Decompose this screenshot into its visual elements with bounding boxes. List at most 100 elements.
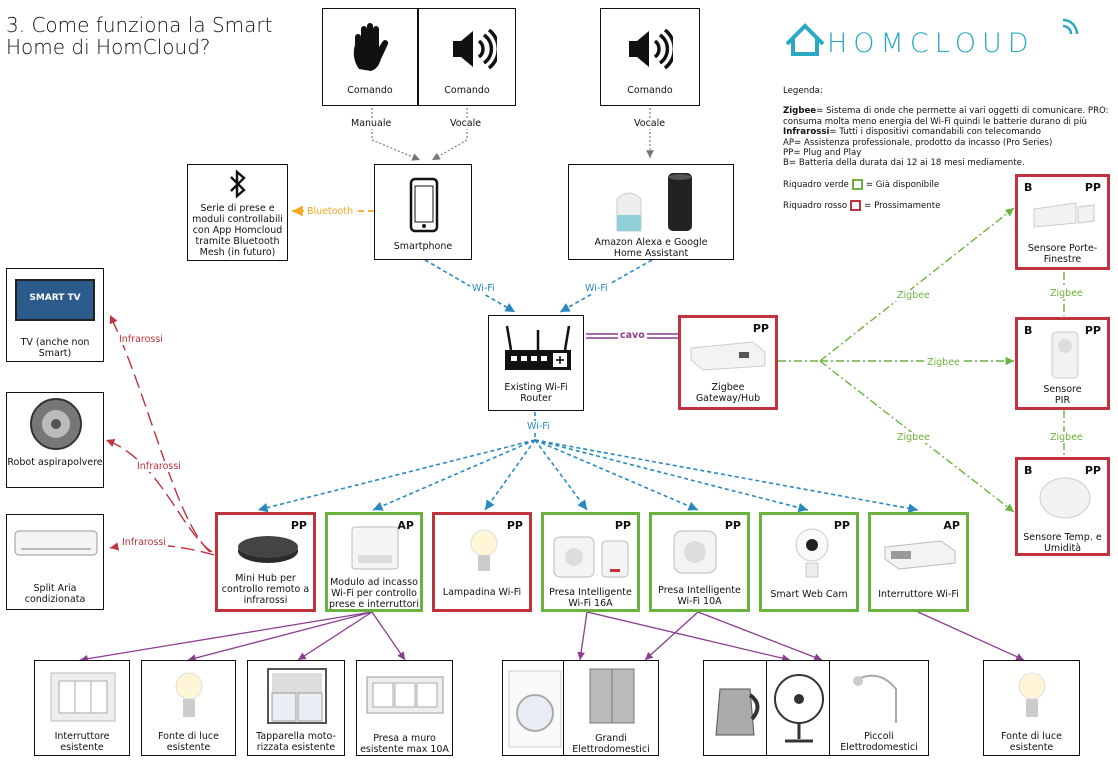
command-voice-label: Comando (444, 85, 490, 96)
bottom-piccoli-elettrodomestici: Piccoli Elettrodomestici (829, 660, 929, 756)
split-box: Split Aria condizionata (6, 514, 104, 610)
label-manuale: Manuale (349, 118, 394, 129)
label-zigbee-1: Zigbee (895, 290, 932, 301)
command-voice2-box: Comando (600, 8, 700, 106)
brand-name: HOMCLOUD (827, 28, 1035, 59)
legend-ap: AP= Assistenza professionale, prodotto d… (783, 137, 1053, 148)
speaker-icon (453, 28, 497, 70)
gateway-tag: PP (752, 322, 769, 335)
smartphone-box: Smartphone (374, 164, 472, 260)
device-label: Presa Intelligente Wi-Fi 16A (549, 587, 632, 609)
door-sensor-icon (1033, 202, 1095, 228)
sensor-temp-box: B PP Sensore Temp. e Umidità (1015, 457, 1110, 556)
robot-box: Robot aspirapolvere (6, 392, 104, 488)
battery-tag: B (1024, 181, 1033, 194)
device-presa-16a: PP Presa Intelligente Wi-Fi 16A (541, 512, 640, 612)
device-tag: AP (943, 519, 960, 532)
sensor-pir-label: Sensore PIR (1043, 384, 1082, 406)
bottom-fonte-luce-2: Fonte di luce esistente (983, 660, 1080, 756)
sensor-door-window-box: B PP Sensore Porte-Finestre (1015, 174, 1110, 270)
legend-green: Riquadro verde= Già disponibile (783, 178, 940, 190)
device-tag: PP (290, 519, 307, 532)
label-wifi-2: Wi-Fi (583, 283, 610, 294)
label-zigbee-3: Zigbee (895, 432, 932, 443)
bottom-washing-machine (502, 660, 566, 756)
google-home-icon (616, 192, 642, 232)
legend: Legenda: Zigbee= Sistema di onde che per… (783, 86, 1113, 212)
split-label: Split Aria condizionata (24, 583, 86, 605)
device-label: Smart Web Cam (770, 589, 848, 600)
bluetooth-devices-box: Serie di prese e moduli controllabili co… (187, 164, 288, 261)
command-voice2-label: Comando (627, 85, 673, 96)
fridge-icon (589, 668, 635, 724)
label-infrarossi-3: Infrarossi (120, 537, 168, 548)
router-label: Existing Wi-Fi Router (504, 382, 568, 404)
hand-icon (353, 23, 389, 71)
sensor-pir-box: B PP Sensore PIR (1015, 317, 1110, 410)
router-icon (505, 325, 571, 370)
device-mini-hub-ir: PP Mini Hub per controllo remoto a infra… (215, 512, 316, 612)
gateway-icon (690, 341, 766, 371)
label-zigbee-5: Zigbee (1048, 432, 1085, 443)
bottom-fonte-luce: Fonte di luce esistente (141, 660, 236, 756)
battery-tag: B (1024, 464, 1033, 477)
light-bulb-icon (1018, 672, 1046, 717)
fan-icon (774, 674, 824, 743)
bottom-label: Fonte di luce esistente (158, 731, 219, 753)
device-modulo-incasso: AP Modulo ad incasso Wi-Fi per controllo… (325, 512, 423, 612)
smartphone-label: Smartphone (393, 241, 453, 252)
zigbee-gateway-label: Zigbee Gateway/Hub (695, 382, 761, 404)
command-manual-label: Comando (347, 85, 393, 96)
bottom-label: Fonte di luce esistente (1001, 731, 1062, 753)
sensor-temp-label: Sensore Temp. e Umidità (1023, 532, 1102, 554)
wall-socket-icon (366, 676, 444, 714)
legend-b: B= Batteria della durata dai 12 ai 18 me… (783, 158, 1025, 169)
device-lampadina: PP Lampadina Wi-Fi (432, 512, 532, 612)
bottom-fan (766, 660, 830, 756)
bottom-interruttore: Interruttore esistente (34, 660, 130, 756)
legend-red: Riquadro rosso= Prossimamente (783, 200, 941, 212)
router-box: Existing Wi-Fi Router (488, 315, 584, 411)
device-tag: PP (833, 519, 850, 532)
tv-box: SMART TV TV (anche non Smart) (6, 268, 104, 362)
kettle-icon (715, 688, 760, 736)
speaker-icon (629, 28, 673, 70)
device-presa-10a: PP Presa Intelligente Wi-Fi 10A (649, 512, 750, 612)
tv-screen: SMART TV (15, 279, 95, 321)
light-bulb-icon (470, 529, 498, 571)
pp-tag: PP (1084, 181, 1101, 194)
light-bulb-icon (175, 672, 203, 717)
bluetooth-devices-label: Serie di prese e moduli controllabili co… (192, 203, 283, 258)
roller-shutter-icon (267, 668, 327, 724)
label-vocale-2: Vocale (632, 118, 668, 129)
label-bluetooth: Bluetooth (305, 206, 356, 217)
amazon-echo-icon (668, 173, 692, 231)
temp-sensor-icon (1039, 477, 1091, 519)
label-zigbee-2: Zigbee (925, 357, 962, 368)
device-tag: PP (506, 519, 523, 532)
legend-heading: Legenda: (783, 86, 823, 96)
robot-label: Robot aspirapolvere (7, 457, 103, 468)
tv-screen-text: SMART TV (29, 293, 81, 303)
command-manual-box: Comando (322, 8, 418, 106)
bottom-presa-muro: Presa a muro esistente max 10A (356, 660, 453, 756)
bottom-label: Grandi Elettrodomestici (572, 733, 650, 755)
device-label: Interruttore Wi-Fi (878, 589, 959, 600)
smart-plug-icon (673, 530, 717, 574)
robot-vacuum-icon (30, 398, 82, 450)
command-voice-box: Comando (418, 8, 516, 106)
voice-assistant-label: Amazon Alexa e Google Home Assistant (594, 237, 708, 259)
device-tag: PP (724, 519, 741, 532)
voice-assistant-box: Amazon Alexa e Google Home Assistant (568, 164, 734, 260)
bottom-label: Tapparella moto-rizzata esistente (256, 731, 336, 753)
device-label: Mini Hub per controllo remoto a infraros… (221, 573, 310, 606)
pir-sensor-icon (1051, 331, 1079, 379)
bottom-label: Presa a muro esistente max 10A (360, 733, 449, 755)
sensor-door-window-label: Sensore Porte-Finestre (1027, 243, 1098, 265)
mini-hub-icon (238, 536, 298, 563)
switch-module-icon (884, 540, 956, 570)
device-webcam: PP Smart Web Cam (759, 512, 859, 612)
washing-machine-icon (508, 670, 562, 748)
device-label: Modulo ad incasso Wi-Fi per controllo pr… (329, 577, 419, 610)
homcloud-logo: HOMCLOUD (783, 14, 1083, 60)
